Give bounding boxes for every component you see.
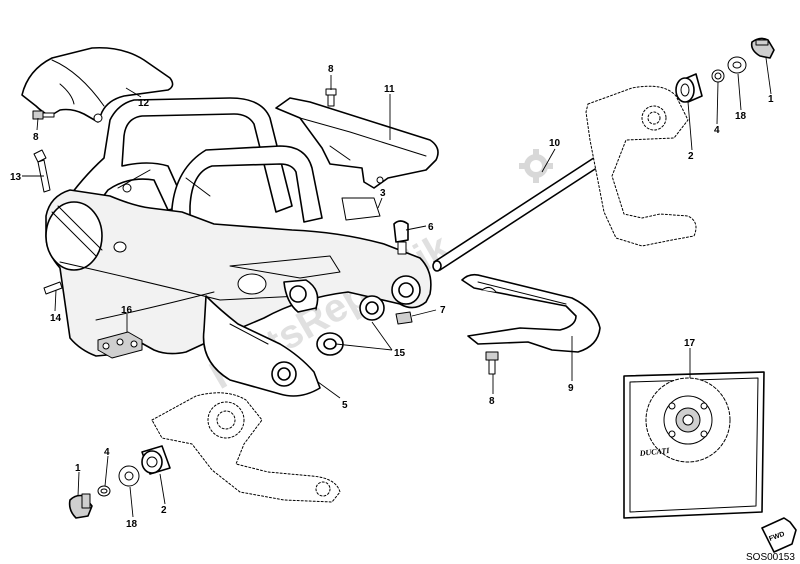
callout-10: 10	[549, 138, 561, 149]
callout-1-right: 1	[768, 94, 774, 105]
callout-4-left: 4	[104, 447, 110, 458]
nut-7	[395, 311, 413, 325]
stud-6	[393, 220, 409, 255]
callout-8-bottom: 8	[489, 396, 495, 407]
bolt-top	[325, 88, 337, 107]
callout-14: 14	[50, 313, 62, 324]
callout-15: 15	[394, 348, 406, 359]
callout-16: 16	[121, 305, 133, 316]
hardware-left	[68, 445, 171, 519]
callout-3: 3	[380, 188, 386, 199]
callout-13: 13	[10, 172, 22, 183]
right-engine-bracket	[585, 85, 697, 247]
chain-link	[97, 331, 143, 359]
callout-labels: 12 8 13 14 8 11 3 6 10 7 8 9 15 5 16 17 …	[10, 64, 774, 530]
left-engine-bracket	[151, 392, 341, 503]
callout-6: 6	[428, 222, 434, 233]
callout-7: 7	[440, 305, 446, 316]
callout-2-right: 2	[688, 151, 694, 162]
bolt-13	[33, 149, 51, 193]
callout-4-right: 4	[714, 125, 720, 136]
spacers	[271, 275, 421, 387]
fwd-arrow-icon: FWD	[761, 517, 797, 553]
callout-9: 9	[568, 383, 574, 394]
plug-14	[43, 281, 63, 295]
callout-17: 17	[684, 338, 696, 349]
ducati-logo: DUCATI	[638, 446, 670, 458]
bolt-lower	[485, 351, 499, 375]
callout-12: 12	[138, 98, 150, 109]
figure-reference: SOS00153	[746, 552, 795, 563]
leader-lines	[22, 57, 772, 518]
callout-18-right: 18	[735, 111, 747, 122]
chain-slider	[461, 273, 601, 353]
shield-plate	[341, 197, 381, 221]
gear-icon	[519, 149, 553, 183]
sprocket-inset: DUCATI	[623, 371, 765, 519]
callout-1-left: 1	[75, 463, 81, 474]
hardware-right	[675, 37, 775, 103]
callout-8-top: 8	[328, 64, 334, 75]
upper-chain-cover	[275, 97, 439, 189]
callout-11: 11	[384, 84, 395, 95]
callout-2-left: 2	[161, 505, 167, 516]
swingarm-body	[45, 189, 432, 397]
callout-5: 5	[342, 400, 348, 411]
callout-18-left: 18	[126, 519, 138, 530]
callout-8-left: 8	[33, 132, 39, 143]
